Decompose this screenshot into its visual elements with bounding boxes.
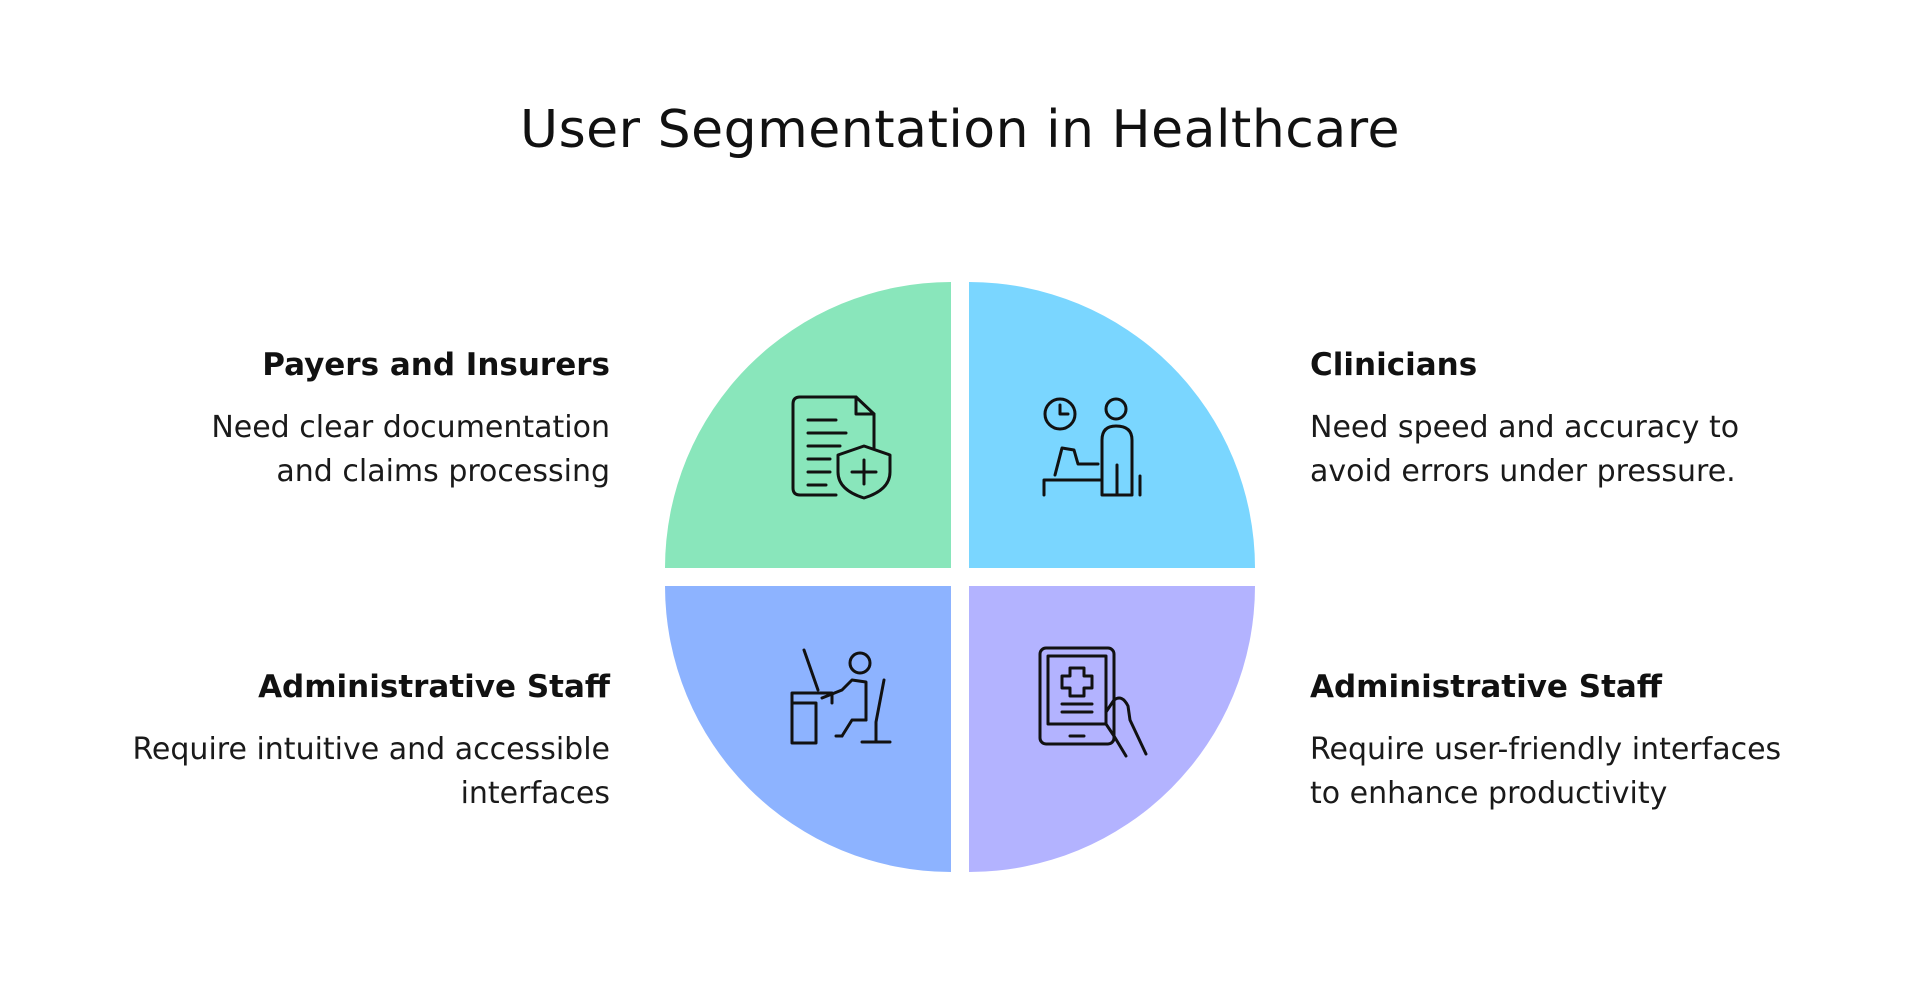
segment-description: Need speed and accuracy to avoid errors …	[1310, 406, 1870, 494]
quadrant-payers	[665, 282, 951, 568]
clinician-patient-icon	[1042, 397, 1142, 497]
segment-description: Require intuitive and accessible interfa…	[50, 728, 610, 816]
segment-description-line: to enhance productivity	[1310, 776, 1668, 811]
document-shield-icon	[791, 395, 892, 500]
segment-title: Administrative Staff	[1310, 669, 1662, 705]
page-title: User Segmentation in Healthcare	[520, 100, 1400, 160]
segment-description-line: Need speed and accuracy to	[1310, 410, 1740, 445]
segment-payers: Payers and Insurers Need clear documenta…	[50, 346, 610, 494]
segment-admin-staff-left: Administrative Staff Require intuitive a…	[50, 668, 610, 816]
segment-title: Clinicians	[1310, 347, 1478, 383]
segment-description: Require user-friendly interfaces to enha…	[1310, 728, 1870, 816]
segment-title: Administrative Staff	[258, 669, 610, 705]
segment-description-line: interfaces	[460, 776, 610, 811]
segment-description-line: avoid errors under pressure.	[1310, 454, 1736, 489]
segment-description: Need clear documentation and claims proc…	[50, 406, 610, 494]
segment-title: Payers and Insurers	[262, 347, 610, 383]
quadrant-admin-staff-left	[665, 586, 951, 872]
segment-clinicians: Clinicians Need speed and accuracy to av…	[1310, 346, 1870, 494]
medical-tablet-icon	[1038, 646, 1148, 758]
segment-admin-staff-right: Administrative Staff Require user-friend…	[1310, 668, 1870, 816]
quadrant-admin-staff-right	[969, 586, 1255, 872]
segment-description-line: Need clear documentation	[211, 410, 610, 445]
desk-worker-icon	[790, 648, 892, 745]
segment-description-line: Require intuitive and accessible	[132, 732, 610, 767]
segment-description-line: and claims processing	[276, 454, 610, 489]
segment-description-line: Require user-friendly interfaces	[1310, 732, 1782, 767]
